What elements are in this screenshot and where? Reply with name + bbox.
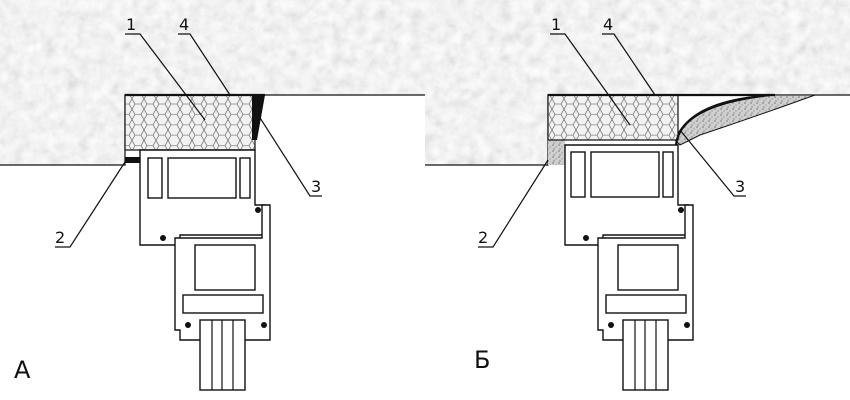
sealant-a	[252, 95, 265, 140]
callout-1-b: 1	[551, 15, 561, 34]
leader-2-b	[478, 159, 549, 248]
callout-2-b: 2	[478, 228, 488, 247]
leader-1-a	[125, 33, 206, 121]
callout-3-a: 3	[311, 177, 321, 196]
callout-2-a: 2	[55, 228, 65, 247]
leader-2-a	[55, 161, 126, 248]
leader-3-a	[254, 109, 322, 197]
window-profile-b	[564, 144, 694, 391]
foam-insulation-b	[547, 94, 679, 141]
panel-a: 1 4 2 3 А	[0, 0, 425, 391]
leader-4-a	[178, 33, 231, 96]
callout-4-a: 4	[179, 15, 189, 34]
window-profile-a	[139, 149, 271, 391]
sealant-b	[674, 93, 771, 146]
leader-1-b	[550, 33, 631, 126]
panel-b: 1 4 2 3 Б	[425, 0, 850, 400]
panel-label-a: А	[14, 356, 31, 384]
callout-3-b: 3	[735, 177, 745, 196]
leader-4-b	[602, 33, 656, 96]
panel-label-b: Б	[474, 346, 490, 374]
callout-4-b: 4	[603, 15, 613, 34]
leader-3-b	[679, 129, 746, 197]
foam-insulation-a	[124, 94, 256, 151]
plaster-inner-b	[548, 140, 565, 165]
callout-1-a: 1	[126, 15, 136, 34]
